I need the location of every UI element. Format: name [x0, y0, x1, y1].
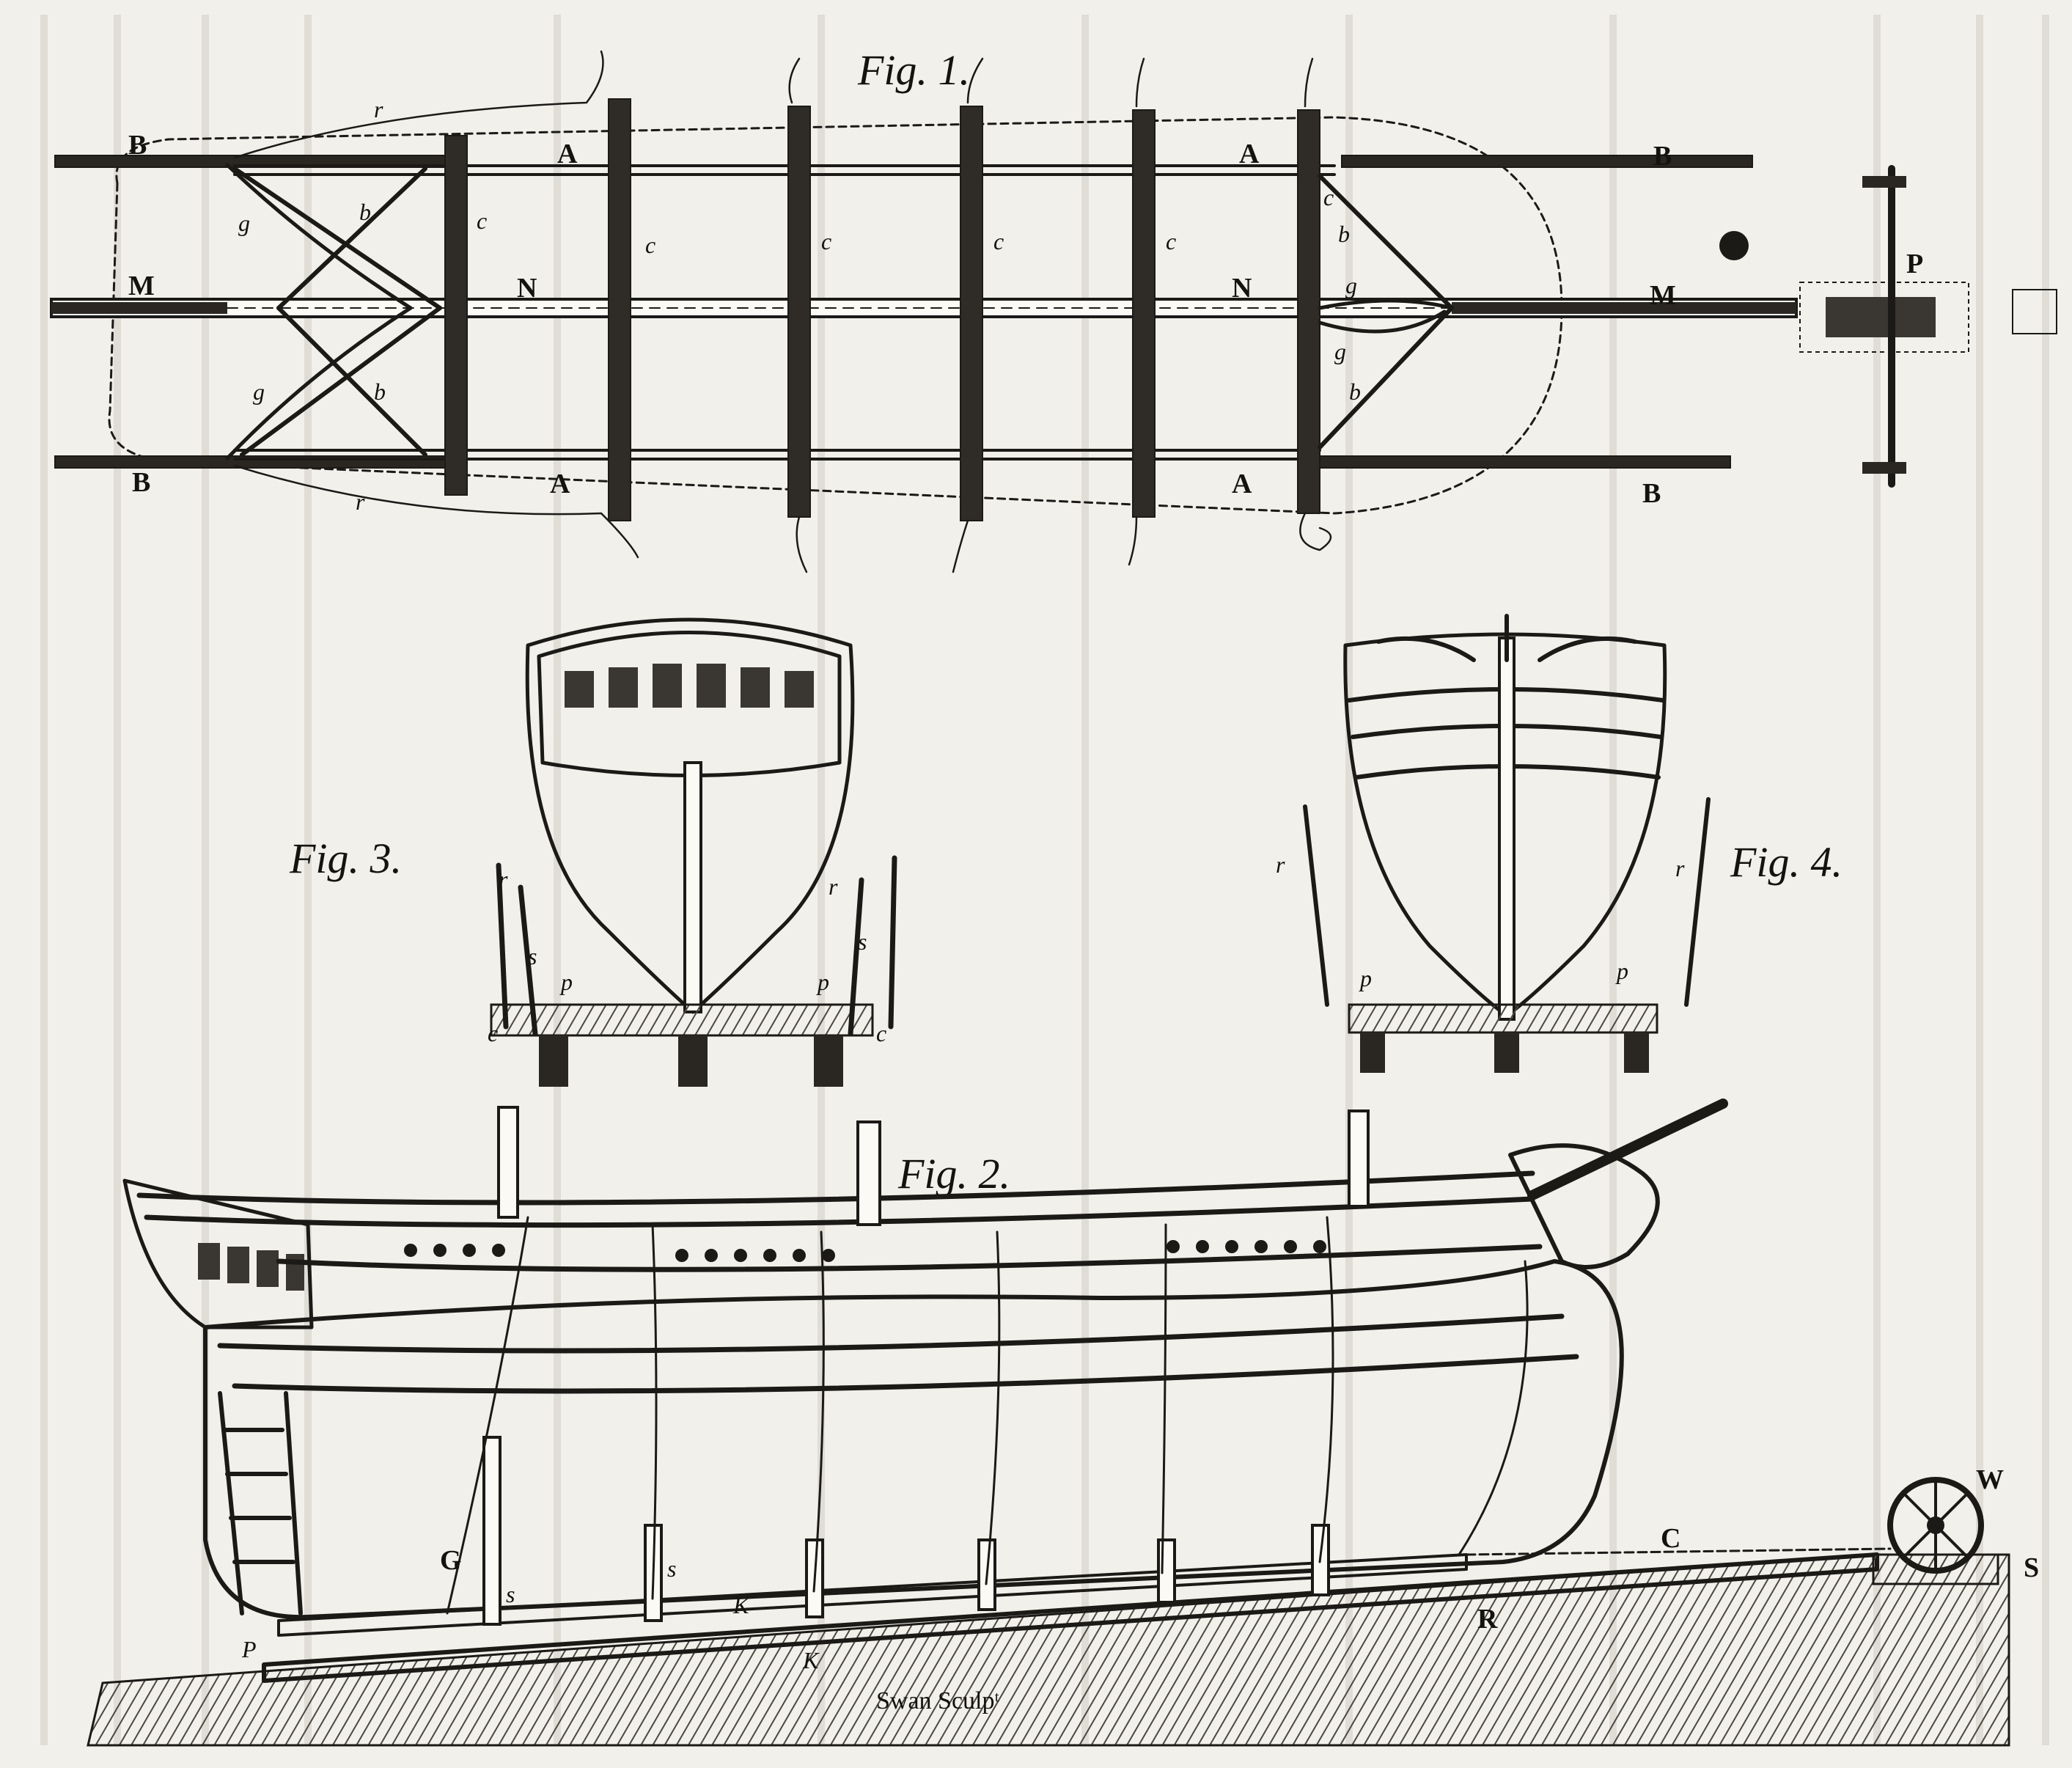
part-label-fig1_labels-b: b: [1338, 221, 1350, 247]
part-label-fig1_labels-A: A: [550, 469, 570, 499]
part-label-fig1_labels-B: B: [128, 130, 147, 161]
fig2-wales: [136, 1170, 1579, 1394]
part-label-fig1_labels-b: b: [1349, 378, 1361, 405]
fig4-feet: [1360, 1032, 1649, 1073]
part-label-fig2_labels-C: C: [1661, 1523, 1680, 1554]
fig4-title: Fig. 4.: [1730, 838, 1843, 886]
fig3-stern-gallery: [537, 631, 842, 777]
fig2-title: Fig. 2.: [897, 1150, 1010, 1197]
fig2-figurehead: [1508, 1143, 1660, 1269]
fig2-lashings: [446, 1216, 1529, 1615]
fig1-plan-view: Fig. 1.: [50, 46, 2057, 573]
fig1-title: Fig. 1.: [857, 46, 970, 94]
fig3-feet: [539, 1035, 843, 1087]
part-label-fig1_labels-g: g: [1334, 338, 1346, 364]
fig1-hull-outline: [108, 116, 1563, 515]
part-label-fig2_labels-s: s: [506, 1581, 515, 1607]
part-label-fig1_labels-M: M: [128, 271, 155, 301]
fig2-winch: [1872, 1477, 1999, 1585]
fig4-bow-view: Fig. 4. r r p p: [1276, 614, 1843, 1073]
part-label-fig1_labels-B: B: [1653, 141, 1672, 172]
part-label-fig1_labels-c: c: [821, 228, 831, 254]
part-label-fig1_labels-A: A: [1232, 469, 1252, 499]
part-label-fig1_labels-g: g: [1345, 272, 1357, 298]
fig2-poppets: [482, 1436, 1330, 1626]
part-label-fig2_labels-W: W: [1976, 1464, 2004, 1495]
fig3-labels: r r s s c c p p: [488, 866, 886, 1046]
part-label-fig2_labels-K: K: [732, 1592, 750, 1618]
part-label-fig1_labels-b: b: [374, 378, 386, 405]
part-label-fig1_labels-P: P: [1906, 249, 1923, 279]
part-label-fig2_labels-K: K: [802, 1647, 820, 1673]
fig1-ribbands: [225, 163, 1454, 461]
fig2-sliding-ways: [277, 1553, 1468, 1637]
part-label-fig2_labels-G: G: [440, 1545, 462, 1576]
part-label-fig34_labels-p: p: [816, 969, 829, 995]
part-label-fig34_labels-r: r: [829, 873, 838, 900]
part-label-fig1_labels-g: g: [238, 210, 250, 236]
fig1-labels: B B B B M M N N A A A A P r r b b b b g …: [128, 96, 1923, 515]
part-label-fig1_labels-N: N: [1232, 273, 1252, 304]
fig4-labels: r r p p: [1276, 851, 1685, 991]
part-label-fig34_labels-r: r: [499, 866, 508, 892]
fig4-hull: [1343, 632, 1667, 1018]
part-label-fig1_labels-c: c: [477, 208, 487, 234]
part-label-fig34_labels-p: p: [1359, 965, 1372, 991]
fig1-diagonal-braces: [232, 166, 1454, 457]
fig2-side-elevation: Fig. 2.: [87, 1098, 2039, 1747]
part-label-fig1_labels-c: c: [1166, 228, 1176, 254]
part-label-fig34_labels-s: s: [528, 943, 537, 969]
part-label-fig1_labels-M: M: [1650, 280, 1676, 311]
part-label-fig1_labels-c: c: [1323, 184, 1334, 210]
part-label-fig1_labels-B: B: [1642, 478, 1661, 509]
part-label-fig2_labels-S: S: [2024, 1552, 2039, 1583]
part-label-fig2_labels-P: P: [241, 1636, 257, 1662]
fig4-head-rails: [1376, 614, 1637, 662]
fig1-capstan: [1719, 165, 2057, 488]
part-label-fig1_labels-B: B: [132, 467, 150, 498]
fig3-shores: [496, 855, 897, 1037]
fig3-title: Fig. 3.: [289, 835, 402, 882]
fig1-cross-pieces: [444, 98, 1320, 521]
part-label-fig34_labels-p: p: [559, 969, 573, 995]
fig2-mast-stumps: [497, 1106, 1370, 1226]
part-label-fig1_labels-c: c: [645, 232, 655, 258]
part-label-fig34_labels-r: r: [1276, 851, 1285, 878]
fig3-sternpost: [683, 761, 702, 1013]
fig2-gun-ports: [404, 1240, 1326, 1262]
fig3-hull: [525, 617, 855, 1014]
part-label-fig1_labels-A: A: [557, 139, 578, 169]
engraver-credit: Swan Sculpᵗ: [876, 1687, 999, 1714]
fig4-cradle-base: [1348, 1003, 1658, 1034]
part-label-fig1_labels-r: r: [374, 96, 383, 122]
part-label-fig34_labels-s: s: [858, 928, 867, 955]
part-label-fig34_labels-r: r: [1675, 855, 1685, 881]
part-label-fig1_labels-N: N: [517, 273, 537, 304]
fig2-hauling-cable: [1465, 1547, 1892, 1556]
fig2-hull: [203, 1259, 1624, 1620]
fig3-stern-view: Fig. 3. r r s s c: [289, 617, 897, 1087]
part-label-fig1_labels-A: A: [1239, 139, 1260, 169]
part-label-fig34_labels-c: c: [876, 1020, 886, 1046]
fig2-stern-ladder: [218, 1391, 303, 1615]
part-label-fig1_labels-c: c: [993, 228, 1004, 254]
fig2-labels: W S C R G K K P s s: [241, 1464, 2039, 1673]
fig1-ropes: [233, 50, 1332, 573]
fig3-cradle-base: [490, 1003, 874, 1037]
part-label-fig1_labels-r: r: [356, 488, 365, 515]
fig4-stem: [1498, 637, 1516, 1021]
fig2-stern-windows: [198, 1243, 304, 1291]
part-label-fig2_labels-s: s: [667, 1555, 676, 1582]
fig2-stern: [122, 1178, 314, 1329]
fig3-stern-windows: [565, 664, 814, 708]
fig1-keel-way: [50, 298, 1798, 318]
fig2-bowsprit: [1527, 1098, 1728, 1200]
part-label-fig2_labels-R: R: [1477, 1604, 1498, 1635]
fig4-shores: [1303, 797, 1711, 1007]
part-label-fig34_labels-p: p: [1615, 958, 1628, 984]
part-label-fig1_labels-b: b: [359, 199, 371, 225]
part-label-fig34_labels-c: c: [488, 1020, 498, 1046]
part-label-fig1_labels-g: g: [253, 378, 265, 405]
